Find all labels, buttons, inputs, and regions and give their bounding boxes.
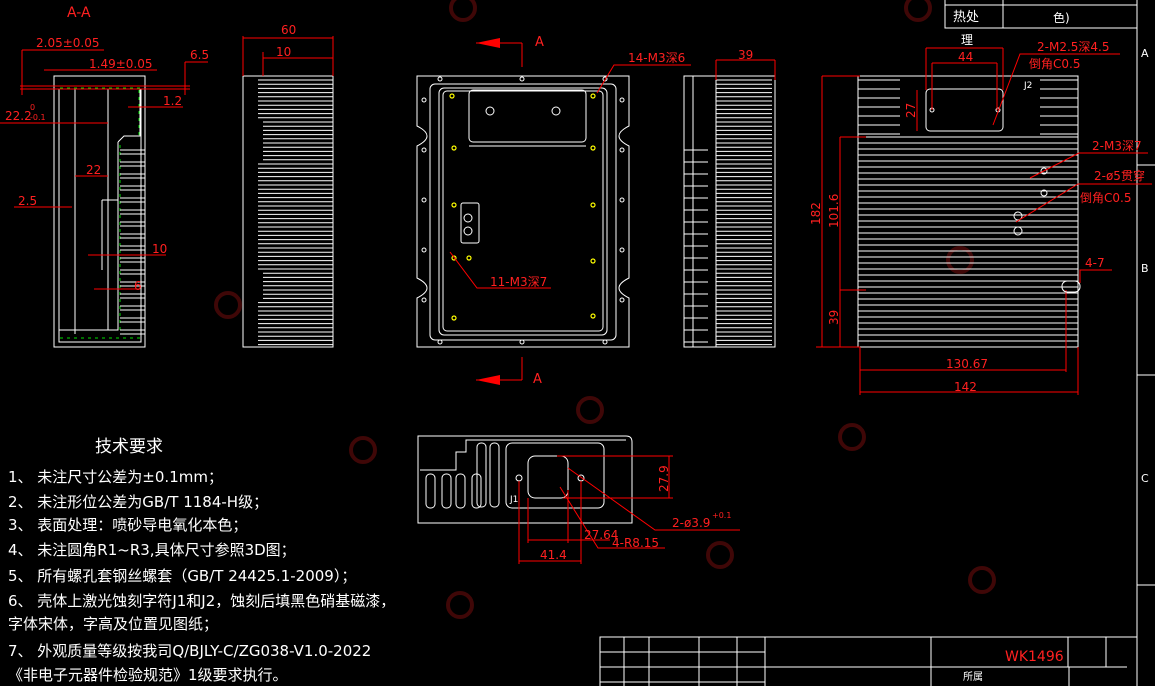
drawing-number: WK1496: [1005, 649, 1064, 665]
mounting-hole-icon: [421, 147, 427, 153]
dim-6: 6: [134, 279, 142, 293]
threaded-hole-icon: [451, 255, 457, 261]
threaded-hole-icon: [590, 93, 596, 99]
section-mark-bottom: A: [533, 372, 542, 387]
mounting-hole-icon: [437, 76, 443, 82]
mounting-hole-icon: [619, 147, 625, 153]
mounting-hole-icon: [421, 297, 427, 303]
mounting-hole-icon: [619, 297, 625, 303]
back-view: J2 理 44 27 2-M2.5深4.5 倒角C0.5 2-M3深7 2-ø5…: [809, 33, 1152, 395]
dim-101-6: 101.6: [827, 194, 841, 228]
side-view: 60 10: [242, 23, 334, 348]
dim-22: 22: [86, 163, 101, 177]
top-label: 理: [961, 33, 973, 47]
callout-m2-5: 2-M2.5深4.5: [1037, 40, 1110, 54]
drawing-border: A B C: [1136, 0, 1155, 686]
tech-req-item: 2、 未注形位公差为GB/T 1184-H级；: [8, 493, 268, 511]
dim-130-67: 130.67: [946, 357, 988, 371]
tech-req-item: 《非电子元器件检验规范》1级要求执行。: [8, 666, 288, 684]
mounting-hole-icon: [619, 97, 625, 103]
technical-requirements: 技术要求 1、 未注尺寸公差为±0.1mm； 2、 未注形位公差为GB/T 11…: [8, 437, 395, 684]
threaded-hole-icon: [590, 313, 596, 319]
etched-mark-j2: J2: [1023, 81, 1032, 91]
callout-chamfer-1: 倒角C0.5: [1029, 57, 1080, 71]
front-view: A A 14-M3深6 11-M3深7: [416, 35, 691, 387]
tech-req-item: 4、 未注圆角R1~R3,具体尺寸参照3D图；: [8, 541, 296, 559]
threaded-hole-icon: [466, 255, 472, 261]
dim-44: 44: [958, 50, 973, 64]
dim-60: 60: [281, 23, 296, 37]
dim-1-2: 1.2: [163, 94, 182, 108]
dim-10-fin: 10: [276, 45, 291, 59]
mounting-hole-icon: [619, 247, 625, 253]
dim-hole-tol: +0.1: [712, 511, 731, 520]
mounting-hole-icon: [602, 76, 608, 82]
mounting-hole-icon: [619, 197, 625, 203]
dim-2-05: 2.05±0.05: [36, 36, 100, 50]
threaded-hole-icon: [590, 258, 596, 264]
right-view: 39: [683, 48, 776, 348]
callout-m3: 2-M3深7: [1092, 139, 1142, 153]
dim-27-64: 27.64: [584, 528, 618, 542]
dim-39-back: 39: [827, 310, 841, 325]
callout-11-m3: 11-M3深7: [490, 275, 547, 289]
dim-22-2-lower-tol: -0.1: [30, 113, 46, 122]
section-mark-top: A: [535, 35, 544, 50]
zone-c-label: C: [1141, 472, 1149, 485]
dim-2-5: 2.5: [18, 194, 37, 208]
tech-req-item: 3、 表面处理：喷砂导电氧化本色；: [8, 516, 247, 534]
tech-req-item: 7、 外观质量等级按我司Q/BJLY-C/ZG038-V1.0-2022: [8, 642, 371, 660]
dim-4-7: 4-7: [1085, 256, 1105, 270]
callout-chamfer-2: 倒角C0.5: [1080, 191, 1131, 205]
tech-req-item: 字体宋体，字高及位置见图纸；: [8, 615, 218, 633]
dim-22-2-upper-tol: 0: [30, 103, 35, 112]
title-cell-color: 色): [1053, 11, 1070, 25]
mounting-hole-icon: [602, 339, 608, 345]
dim-39-right: 39: [738, 48, 753, 62]
dim-radius: 4-R8.15: [612, 536, 659, 550]
mounting-hole-icon: [421, 97, 427, 103]
threaded-hole-icon: [451, 202, 457, 208]
mounting-hole-icon: [519, 339, 525, 345]
threaded-hole-icon: [451, 145, 457, 151]
dim-142: 142: [954, 380, 977, 394]
mounting-hole-icon: [519, 76, 525, 82]
threaded-hole-icon: [590, 145, 596, 151]
callout-phi5: 2-ø5贯穿: [1094, 168, 1145, 183]
zone-a-label: A: [1141, 47, 1149, 60]
dim-22-2: 22.2: [5, 109, 32, 123]
tech-req-title: 技术要求: [95, 437, 163, 457]
bottom-view: J1 27.9 2-ø3.9 +0.1 27.64 4-R8.15 41.4: [417, 435, 740, 564]
tech-req-item: 5、 所有螺孔套钢丝螺套（GB/T 24425.1-2009）；: [8, 567, 356, 585]
section-title: A-A: [67, 5, 91, 21]
threaded-hole-icon: [449, 93, 455, 99]
etched-mark-j1: J1: [509, 495, 518, 505]
tech-req-item: 1、 未注尺寸公差为±0.1mm；: [8, 468, 223, 486]
owner-label: 所属: [963, 671, 983, 683]
tech-req-item: 6、 壳体上激光蚀刻字符J1和J2，蚀刻后填黑色硝基磁漆，: [8, 592, 395, 610]
title-cell-heat-treatment: 热处: [953, 10, 979, 25]
mounting-hole-icon: [437, 339, 443, 345]
dim-27-9: 27.9: [657, 465, 671, 492]
title-block-top: 热处 色): [944, 0, 1138, 29]
dim-1-49: 1.49±0.05: [89, 57, 153, 71]
dim-182: 182: [809, 202, 823, 225]
dim-27: 27: [904, 103, 918, 118]
mounting-hole-icon: [421, 197, 427, 203]
dim-10: 10: [152, 242, 167, 256]
zone-b-label: B: [1141, 262, 1149, 275]
dim-hole: 2-ø3.9: [672, 516, 710, 530]
dim-6-5: 6.5: [190, 48, 209, 62]
mounting-hole-icon: [421, 247, 427, 253]
dim-41-4: 41.4: [540, 548, 567, 562]
section-view-a-a: A-A: [53, 5, 146, 348]
threaded-hole-icon: [590, 202, 596, 208]
callout-14-m3: 14-M3深6: [628, 51, 685, 65]
threaded-hole-icon: [451, 315, 457, 321]
watermark-logos: [214, 0, 996, 619]
title-block: WK1496 所属: [599, 636, 1138, 686]
section-dimensions: 2.05±0.05 1.49±0.05 6.5 1.2 22.2 0 -0.1 …: [0, 36, 209, 293]
